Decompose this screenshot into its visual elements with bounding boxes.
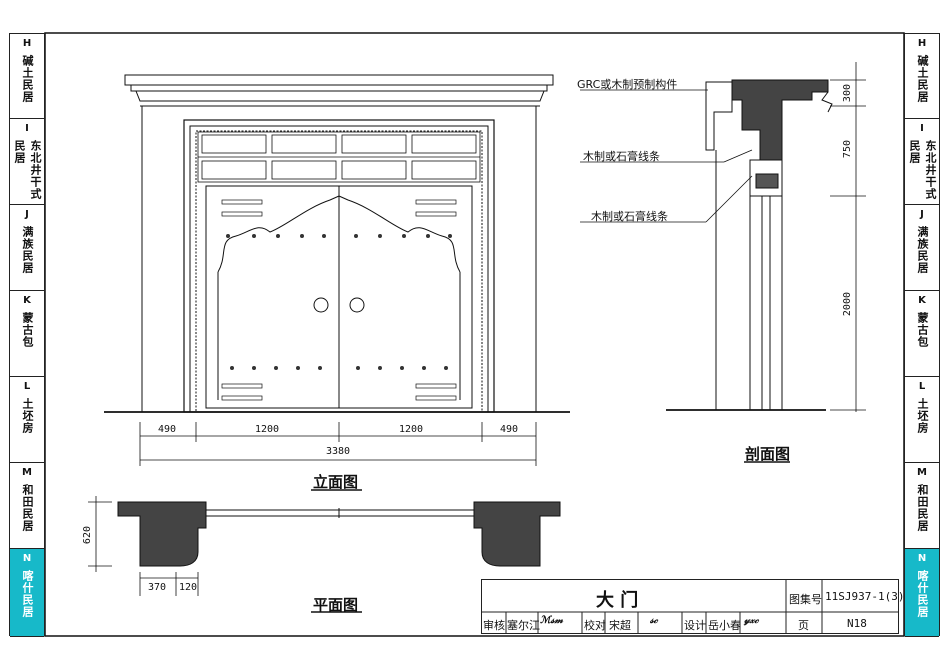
checker-name: 宋超 [609,619,631,632]
dim-2000: 2000 [842,292,853,317]
title-block [481,579,899,634]
dim-120: 120 [179,582,198,593]
tab-name: 蒙古包 [916,312,929,348]
tab-code: M [917,467,927,478]
dim-490-right: 490 [500,424,519,435]
tab-name: 和田民居 [916,484,929,532]
dim-1200-right: 1200 [399,424,424,435]
tab-code: M [22,467,32,478]
dim-620: 620 [82,526,93,545]
checker-signature: 𝓈𝒸 [650,615,658,626]
dim-300: 300 [842,84,853,103]
tab-code: L [918,381,926,392]
tab-name: 蒙古包 [21,312,34,348]
tab-k-left[interactable]: K 蒙古包 [10,291,44,377]
elevation-title: 立面图 [313,473,359,491]
tab-name: 东北井干式民居 [13,140,42,200]
section-view [580,62,866,463]
page-number: N18 [847,617,867,630]
tab-name: 碱土民居 [916,55,929,103]
label-line-2: 木制或石膏线条 [591,210,668,223]
section-title: 剖面图 [745,445,791,463]
tab-l-right[interactable]: L 土坯房 [905,377,939,463]
atlas-label: 图集号 [789,593,822,606]
tab-name: 喀什民居 [21,570,34,618]
tab-k-right[interactable]: K 蒙古包 [905,291,939,377]
elevation-view [104,74,570,491]
tab-n-left[interactable]: N 喀什民居 [10,549,44,637]
plan-title: 平面图 [313,596,359,614]
title-block-grid [481,579,899,634]
check-label: 校对 [584,619,606,632]
tab-name: 满族民居 [21,226,34,274]
label-line-1: 木制或石膏线条 [583,150,660,163]
tab-code: N [22,553,32,564]
tab-i-right[interactable]: I 东北井干式民居 [905,119,939,205]
tab-name: 碱土民居 [21,55,34,103]
right-category-tabs: H 碱土民居 I 东北井干式民居 J 满族民居 K 蒙古包 L 土坯房 M 和田民居 N 喀什民居 [904,33,940,637]
label-grc: GRC或木制预制构件 [577,78,678,91]
tab-h-left[interactable]: H 碱土民居 [10,34,44,119]
tab-code: H [22,38,32,49]
tab-code: K [23,295,31,306]
tab-code: L [23,381,31,392]
design-label: 设计 [684,619,706,632]
dim-370: 370 [148,582,167,593]
tab-j-right[interactable]: J 满族民居 [905,205,939,291]
left-category-tabs: H 碱土民居 I 东北井干式民居 J 满族民居 K 蒙古包 L 土坯房 M 和田民居 N 喀什民居 [9,33,45,637]
tab-name: 土坯房 [21,398,34,434]
tab-j-left[interactable]: J 满族民居 [10,205,44,291]
drawing-name: 大 门 [596,590,639,611]
tab-l-left[interactable]: L 土坯房 [10,377,44,463]
dim-750: 750 [842,140,853,159]
tab-name: 满族民居 [916,226,929,274]
tab-code: H [917,38,927,49]
review-label: 审核 [483,619,505,632]
tab-name: 东北井干式民居 [908,140,937,200]
tab-name: 土坯房 [916,398,929,434]
atlas-number: 11SJ937-1(3) [825,590,905,603]
reviewer-name: 塞尔江 [507,619,540,632]
plan-view [88,496,561,613]
designer-signature: 𝓎𝓍𝒸 [744,615,759,626]
reviewer-signature: ℳ𝓈𝓂 [540,615,563,626]
tab-code: N [917,553,927,564]
designer-name: 岳小春 [708,619,741,632]
dim-3380-total: 3380 [326,446,351,457]
dim-490-left: 490 [158,424,177,435]
tab-name: 和田民居 [21,484,34,532]
tab-code: K [918,295,926,306]
tab-code: J [25,209,29,220]
tab-code: I [25,123,29,134]
dim-1200-left: 1200 [255,424,280,435]
tab-i-left[interactable]: I 东北井干式民居 [10,119,44,205]
tab-m-left[interactable]: M 和田民居 [10,463,44,549]
tab-h-right[interactable]: H 碱土民居 [905,34,939,119]
tab-n-right[interactable]: N 喀什民居 [905,549,939,637]
tab-m-right[interactable]: M 和田民居 [905,463,939,549]
page-label: 页 [798,619,809,632]
tab-name: 喀什民居 [916,570,929,618]
tab-code: I [920,123,924,134]
tab-code: J [920,209,924,220]
